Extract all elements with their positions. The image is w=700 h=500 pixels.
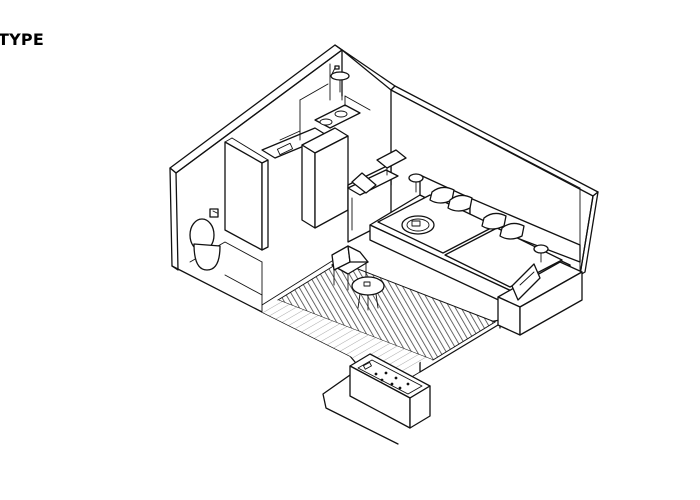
nightstand-lamp-icon <box>533 244 549 263</box>
side-table-icon <box>351 276 385 311</box>
lounge-area <box>261 245 497 385</box>
desk-chair-icon <box>376 149 407 169</box>
page-title: TYPE <box>0 30 44 49</box>
armchair-icon <box>331 245 369 291</box>
bathroom-partition <box>224 141 263 251</box>
laptop-icon <box>351 172 377 194</box>
pillow-icon <box>499 222 525 240</box>
wardrobe-partition <box>301 127 359 229</box>
shower-icon <box>329 63 350 101</box>
balcony <box>349 353 431 429</box>
toilet-icon <box>189 208 221 271</box>
bathroom <box>189 63 371 313</box>
bed-tray-icon <box>401 215 435 235</box>
pillow-icon <box>447 194 473 212</box>
desk <box>347 149 407 231</box>
area-rug <box>276 261 497 361</box>
left-wall <box>169 167 179 271</box>
nightstand-lamp-icon <box>408 173 424 193</box>
bedroom <box>347 149 583 336</box>
back-right-wall-top <box>334 44 396 91</box>
